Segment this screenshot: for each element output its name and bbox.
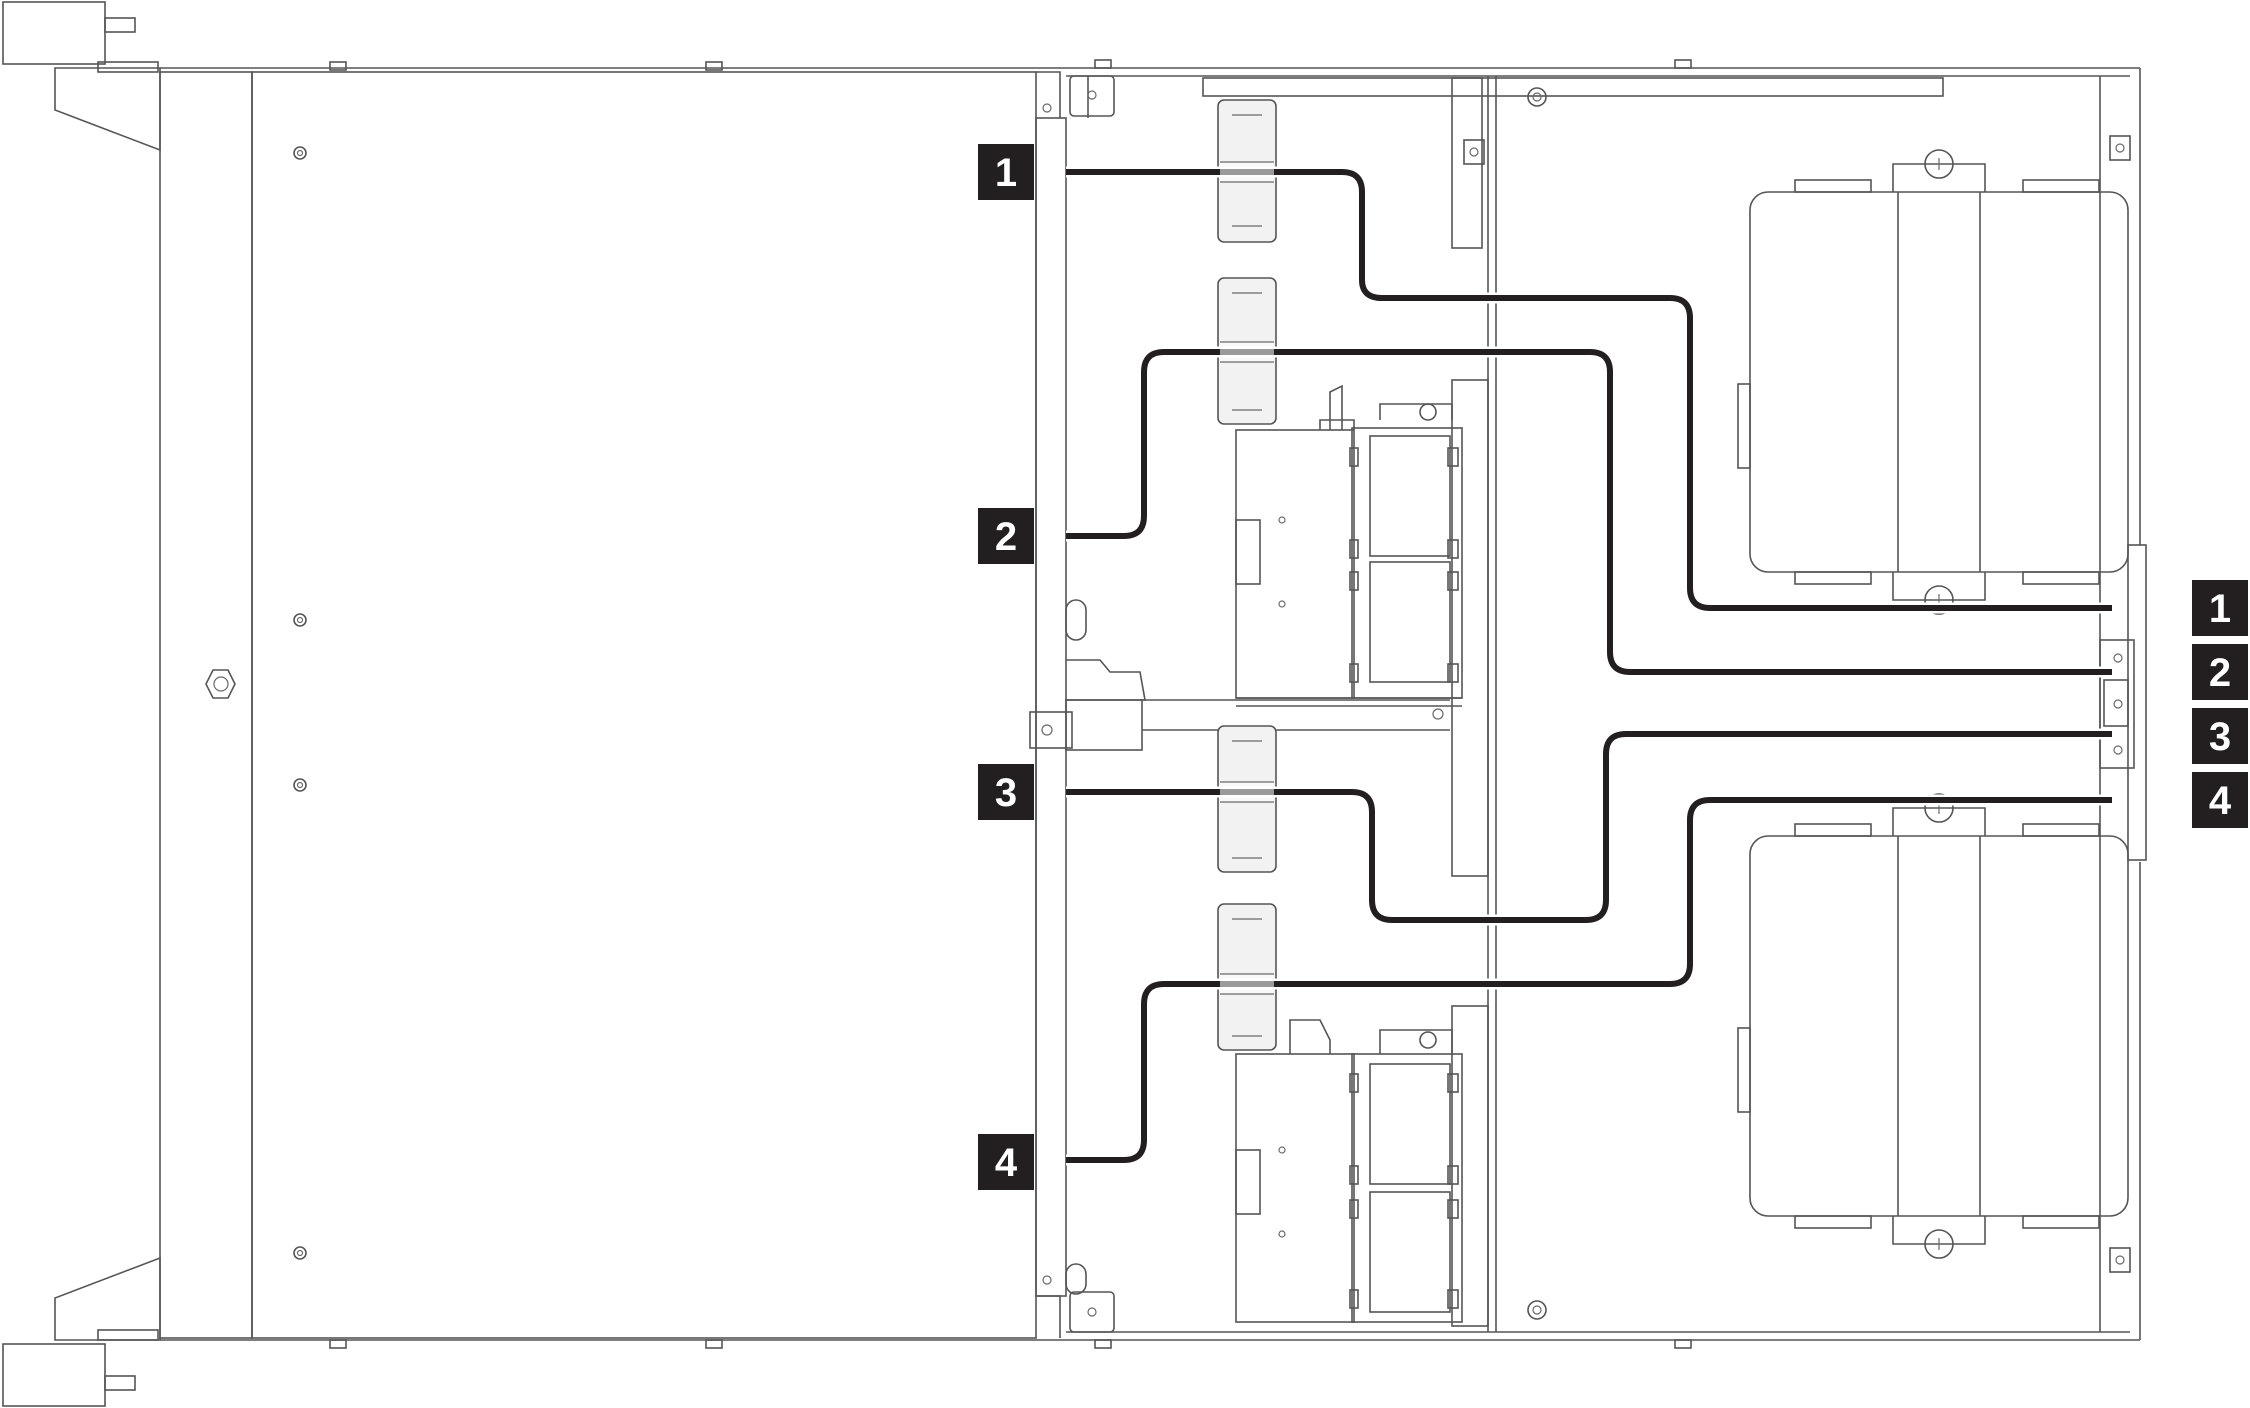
callout-label: 4 [2209, 779, 2232, 823]
riser-cage-top [1235, 384, 1463, 707]
screw-icon [293, 146, 307, 160]
cable-2 [1066, 349, 2112, 675]
callout-label: 3 [2209, 715, 2231, 759]
psu-block-bottom [1737, 793, 2129, 1259]
callout-left-4: 4 [978, 1134, 1034, 1190]
cable-4 [1066, 797, 2112, 1163]
screw-icon [1924, 793, 1954, 823]
callout-label: 1 [995, 151, 1017, 195]
callout-label: 2 [995, 515, 1017, 559]
cable-connectors [1217, 99, 1277, 1051]
screw-icon [293, 1246, 307, 1260]
hex-screw-icon [205, 669, 236, 699]
screw-icon [293, 613, 307, 627]
callout-right-3: 3 [2192, 708, 2248, 764]
connector-bands [1220, 161, 1274, 995]
psu-block-top [1737, 149, 2129, 615]
screw-icon [1924, 149, 1954, 179]
callout-left-1: 1 [978, 144, 1034, 200]
callout-right-2: 2 [2192, 644, 2248, 700]
callout-left-2: 2 [978, 508, 1034, 564]
riser-cage-bottom [1235, 1019, 1463, 1323]
screw-icon [1924, 585, 1954, 615]
callout-left-3: 3 [978, 764, 1034, 820]
screw-icon [293, 778, 307, 792]
cable-1 [1066, 169, 2112, 611]
callout-label: 4 [995, 1141, 1018, 1185]
callout-right-4: 4 [2192, 772, 2248, 828]
chassis-outline [1036, 59, 2141, 1349]
callout-right-1: 1 [2192, 580, 2248, 636]
rear-connector-panel [2099, 544, 2147, 861]
screw-icon [1924, 1229, 1954, 1259]
callout-label: 2 [2209, 651, 2231, 695]
callout-label: 1 [2209, 587, 2231, 631]
front-bezel [2, 1, 1037, 1407]
cable-3 [1066, 731, 2112, 923]
callout-label: 3 [995, 771, 1017, 815]
cables [1066, 166, 2112, 1166]
